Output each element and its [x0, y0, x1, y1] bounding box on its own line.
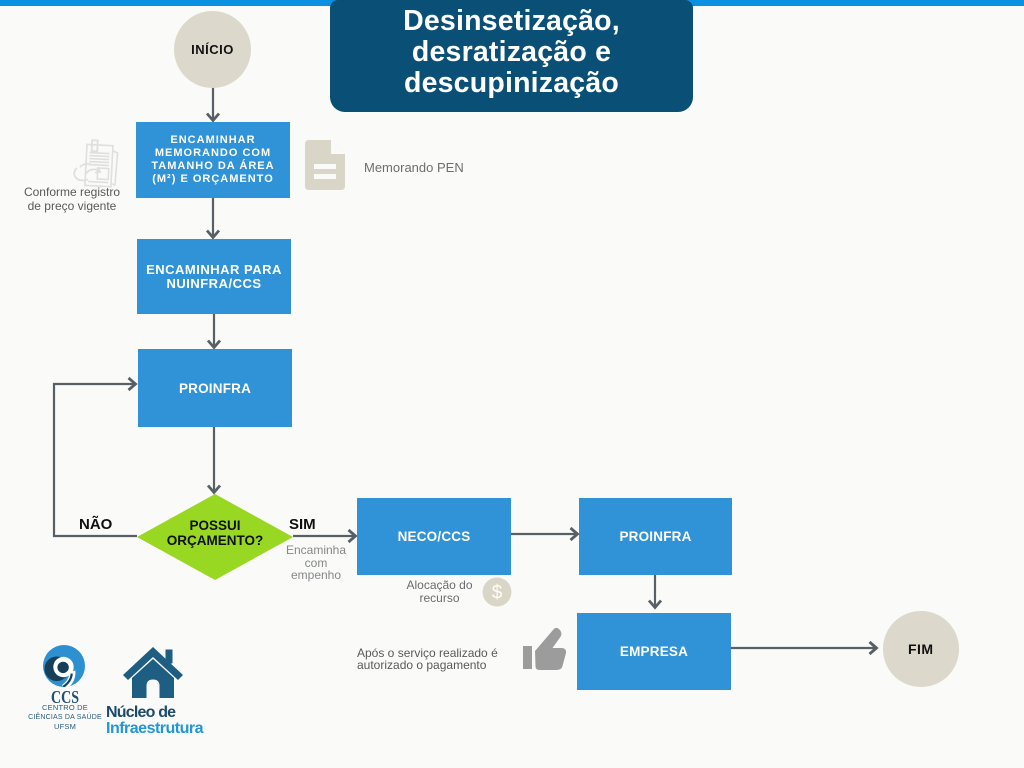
- svg-text:$: $: [492, 583, 503, 604]
